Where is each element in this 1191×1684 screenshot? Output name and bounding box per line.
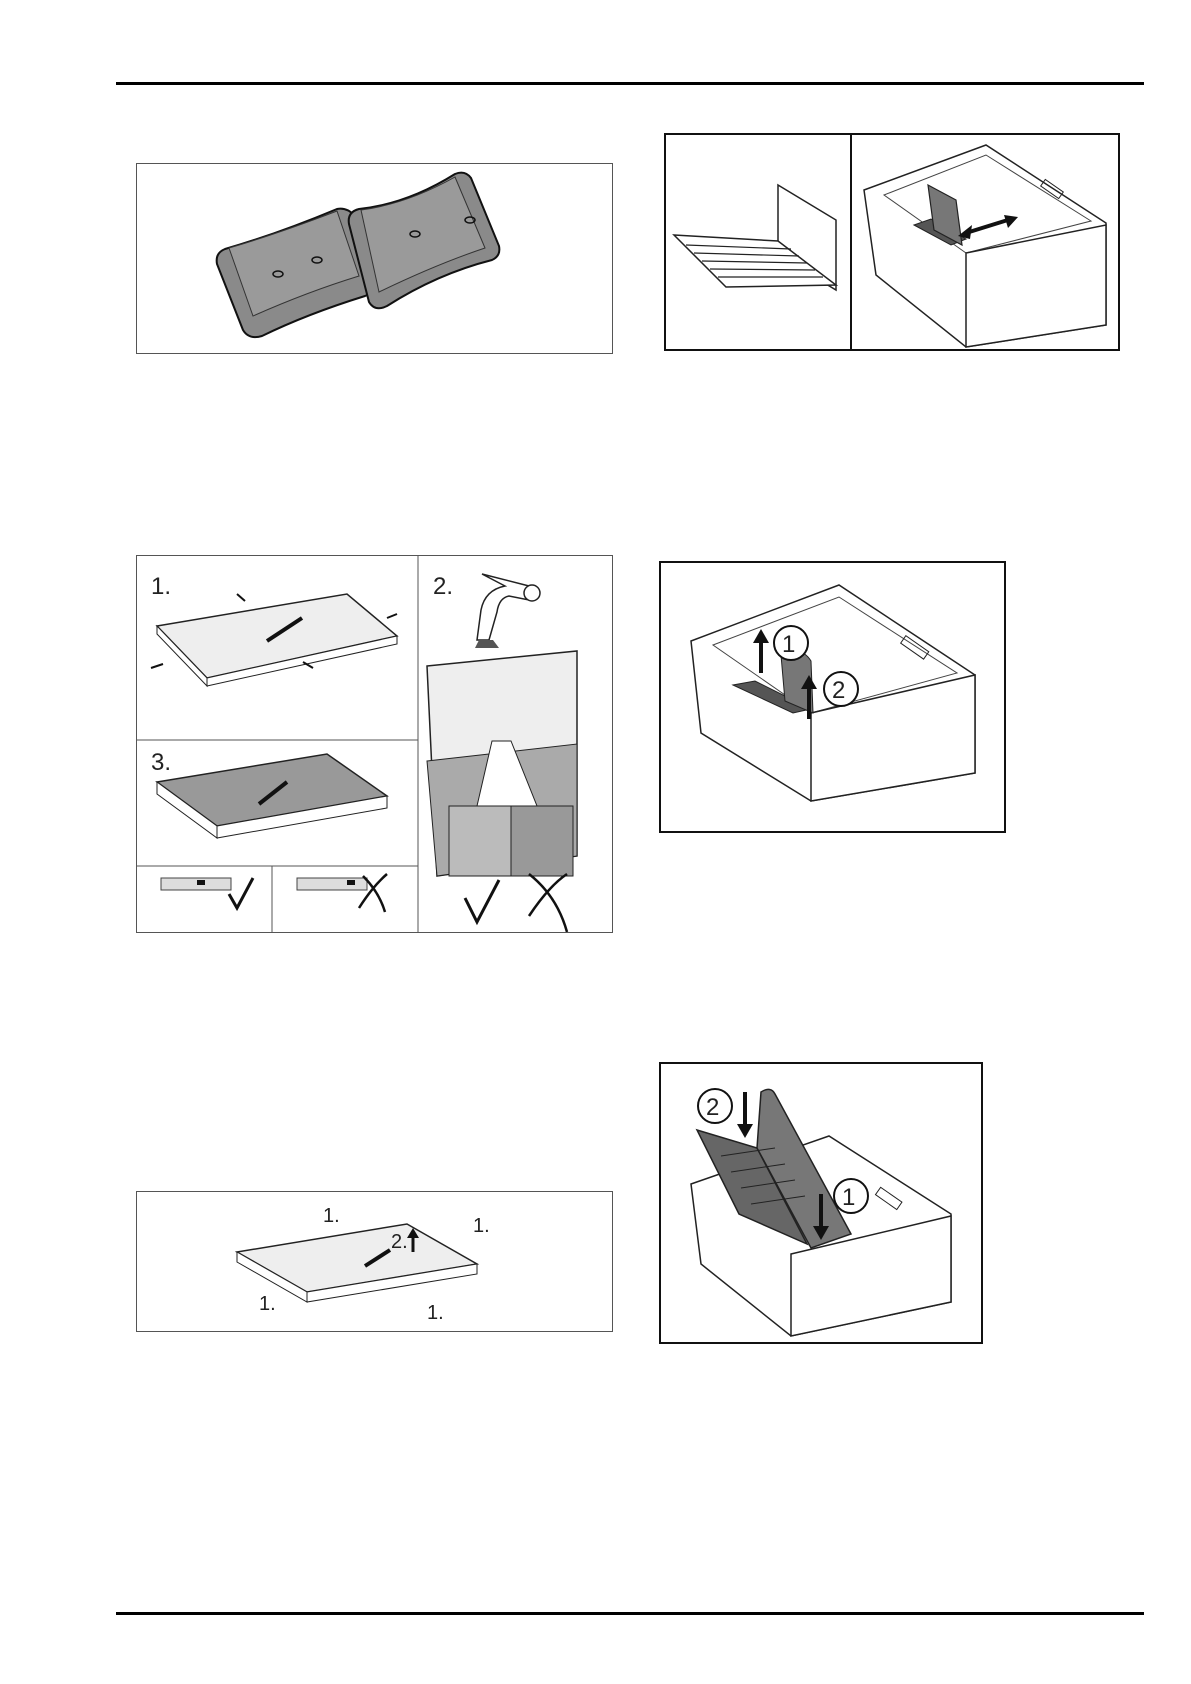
cross-icon: [529, 874, 567, 932]
step-number-1: 1: [782, 631, 795, 658]
release-label-center: 2.: [391, 1231, 408, 1253]
release-label-left: 1.: [259, 1293, 276, 1315]
ice-tray-step3: [157, 754, 387, 838]
step-1-label: 1.: [151, 573, 171, 600]
step-number-2: 2: [832, 677, 845, 704]
ice-pack-right: [349, 173, 500, 309]
figure-divider-remove: 1 2: [659, 561, 1006, 833]
level-wrong-illustration: [297, 874, 387, 912]
header-rule: [116, 82, 1144, 85]
level-ok-illustration: [161, 878, 253, 908]
footer-rule: [116, 1612, 1144, 1615]
figure-divider-insert: 2 1: [659, 1062, 983, 1344]
step-2-label: 2.: [433, 573, 453, 600]
figure-tray-release: 1. 1. 1. 1. 2.: [136, 1191, 613, 1332]
release-label-bottom: 1.: [427, 1302, 444, 1324]
step-3-label: 3.: [151, 749, 171, 776]
step-number-2: 2: [706, 1094, 719, 1121]
figure-ice-packs: [136, 163, 613, 354]
checkmark-icon: [229, 878, 253, 908]
release-label-right: 1.: [473, 1215, 490, 1237]
step-number-1: 1: [842, 1184, 855, 1211]
shelf-grid-illustration: [674, 185, 836, 290]
ice-tray-step1: [151, 594, 397, 686]
checkmark-icon: [465, 880, 499, 922]
release-label-top: 1.: [323, 1205, 340, 1227]
faucet-rinse-illustration: [427, 574, 577, 932]
ice-tray-illustration: [237, 1224, 477, 1302]
drawer-illustration: [864, 145, 1106, 347]
figure-drawer-divider: [664, 133, 1120, 351]
figure-ice-tray-steps: 1. 2. 3.: [136, 555, 613, 933]
insert-arrow-2: 2: [698, 1089, 753, 1138]
